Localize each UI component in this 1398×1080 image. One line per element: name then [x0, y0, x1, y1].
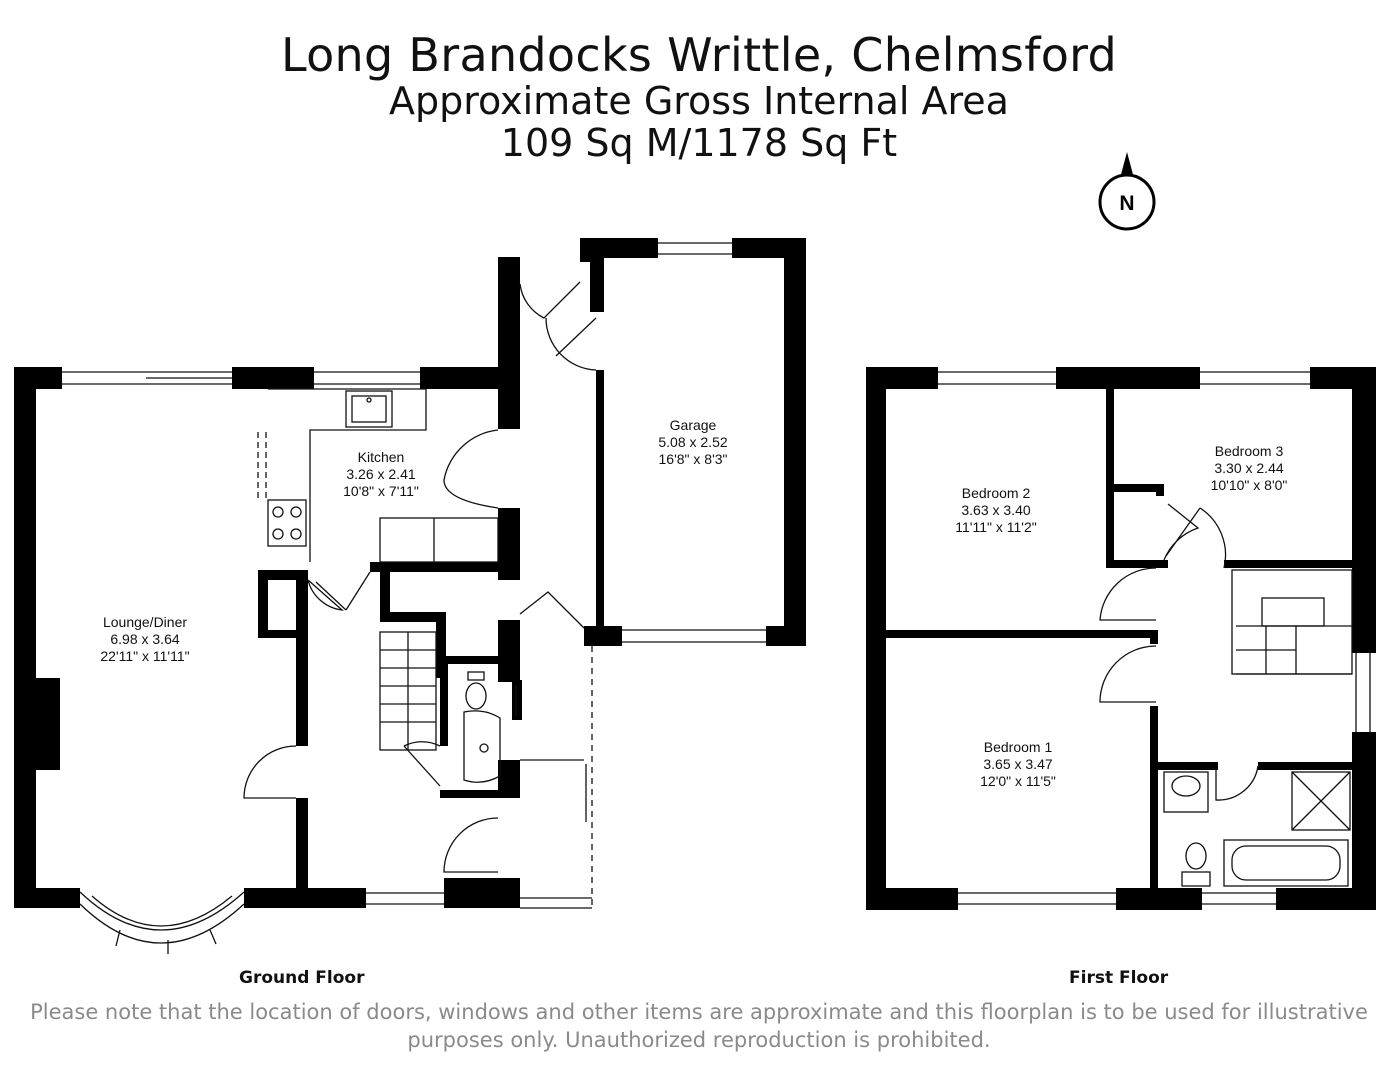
room-garage-imperial: 16'8" x 8'3"	[659, 451, 728, 467]
first-floor-label: First Floor	[1069, 968, 1169, 988]
compass-label: N	[1119, 192, 1134, 215]
room-bedroom3-imperial: 10'10" x 8'0"	[1211, 477, 1288, 493]
area-size: 109 Sq M/1178 Sq Ft	[500, 121, 898, 165]
disclaimer-line-2: purposes only. Unauthorized reproduction…	[407, 1028, 991, 1052]
disclaimer-line-1: Please note that the location of doors, …	[30, 1000, 1368, 1024]
ground-floor-walls	[14, 238, 806, 908]
ground-floor-lines	[62, 242, 766, 954]
room-bedroom1-metric: 3.65 x 3.47	[983, 756, 1052, 772]
room-labels: Lounge/Diner 6.98 x 3.64 22'11" x 11'11"…	[100, 417, 1287, 789]
room-lounge-name: Lounge/Diner	[103, 614, 187, 630]
area-subtitle: Approximate Gross Internal Area	[389, 79, 1009, 123]
room-bedroom2-imperial: 11'11" x 11'2"	[955, 519, 1036, 535]
room-bedroom2-name: Bedroom 2	[962, 485, 1031, 501]
room-bedroom3-name: Bedroom 3	[1215, 443, 1284, 459]
room-bedroom1-name: Bedroom 1	[984, 739, 1053, 755]
room-bedroom3-metric: 3.30 x 2.44	[1214, 460, 1283, 476]
room-lounge-imperial: 22'11" x 11'11"	[100, 648, 189, 664]
room-bedroom1-imperial: 12'0" x 11'5"	[980, 773, 1056, 789]
room-bedroom2-metric: 3.63 x 3.40	[961, 502, 1030, 518]
page-title: Long Brandocks Writtle, Chelmsford	[280, 28, 1118, 82]
north-compass-icon: N	[1098, 152, 1156, 231]
room-kitchen-imperial: 10'8" x 7'11"	[343, 483, 419, 499]
room-garage-metric: 5.08 x 2.52	[658, 434, 727, 450]
first-floor-walls	[866, 367, 1376, 910]
ground-floor-label: Ground Floor	[239, 968, 365, 988]
room-kitchen-name: Kitchen	[358, 449, 405, 465]
disclaimer: Please note that the location of doors, …	[0, 998, 1398, 1054]
room-garage-name: Garage	[670, 417, 717, 433]
title-block: Long Brandocks Writtle, Chelmsford Appro…	[0, 30, 1398, 164]
first-floor-lines	[938, 371, 1371, 905]
room-lounge-metric: 6.98 x 3.64	[110, 631, 179, 647]
room-kitchen-metric: 3.26 x 2.41	[346, 466, 415, 482]
